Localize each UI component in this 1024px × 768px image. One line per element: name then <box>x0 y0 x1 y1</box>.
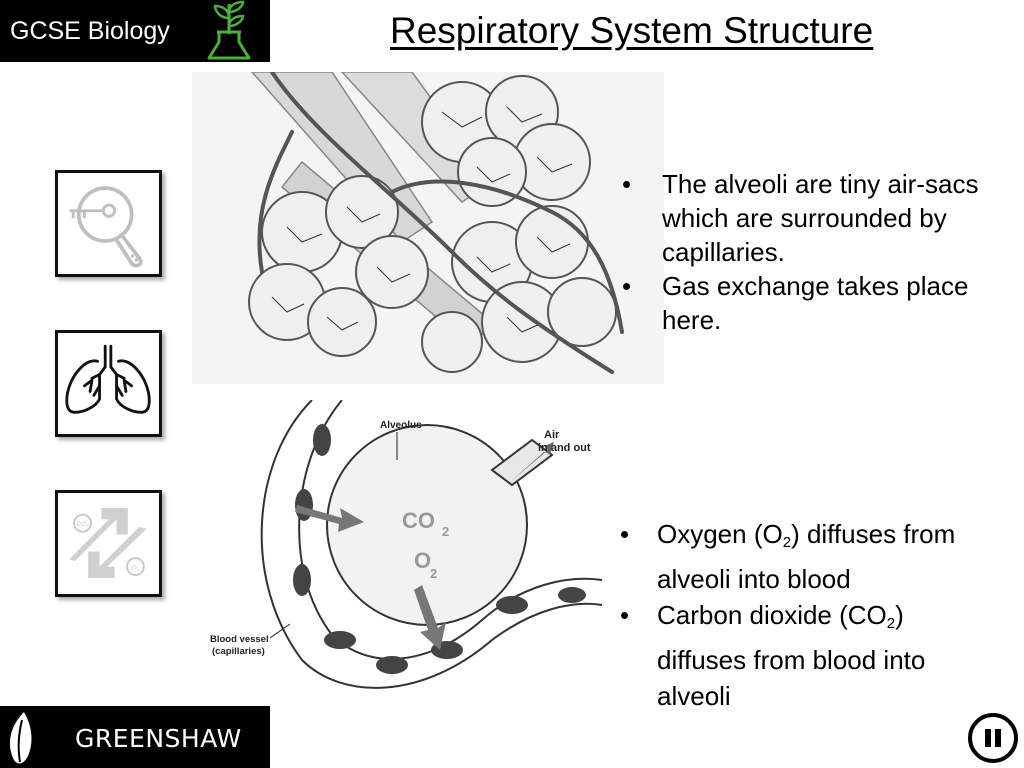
course-badge: GCSE Biology <box>0 0 270 62</box>
co2-small-label: CO₂ <box>76 521 89 528</box>
pause-button[interactable] <box>968 713 1018 763</box>
o2-subscript: 2 <box>430 566 437 581</box>
co2-text-subscript: 2 <box>886 615 896 632</box>
lungs-button[interactable] <box>55 330 162 437</box>
air-label: Air <box>544 429 560 441</box>
oxygen-text-post: ) diffuses from alveoli into blood <box>657 519 956 594</box>
o2-small-label: O₂ <box>132 564 140 571</box>
gas-exchange-diagram: CO 2 O 2 Alveolus Air in and out Blood v… <box>210 400 603 689</box>
capillaries-label: (capillaries) <box>212 646 265 657</box>
list-item: Oxygen (O2) diffuses from alveoli into b… <box>620 516 1000 597</box>
alveoli-facts-list: The alveoli are tiny air-sacs which are … <box>622 167 1002 337</box>
in-and-out-label: in and out <box>538 442 591 454</box>
footer-brand: GREENSHAW <box>0 706 270 768</box>
page-title: Respiratory System Structure <box>390 10 874 51</box>
co2-subscript: 2 <box>442 524 449 539</box>
leaf-logo-icon <box>9 712 32 764</box>
alveoli-illustration <box>192 72 664 384</box>
oxygen-text-pre: Oxygen (O <box>657 519 783 549</box>
co2-text-pre: Carbon dioxide (CO <box>657 600 887 630</box>
blood-vessel-label: Blood vessel <box>210 634 269 645</box>
co2-text-post: ) diffuses from blood into alveoli <box>657 600 926 711</box>
key-search-button[interactable] <box>55 170 162 277</box>
list-item: The alveoli are tiny air-sacs which are … <box>622 167 1002 269</box>
gas-exchange-icon: CO₂ O₂ <box>69 508 147 578</box>
alveolus-label: Alveolus <box>380 420 422 431</box>
oxygen-subscript: 2 <box>782 534 792 551</box>
pause-bar-right <box>995 729 1001 747</box>
pause-bar-left <box>985 729 991 747</box>
school-name: GREENSHAW <box>75 724 242 753</box>
o2-label: O <box>414 548 431 573</box>
gas-exchange-button[interactable]: CO₂ O₂ <box>55 490 162 597</box>
search-key-icon <box>69 186 143 268</box>
list-item: Carbon dioxide (CO2) diffuses from blood… <box>620 597 1000 714</box>
list-item: Gas exchange takes place here. <box>622 269 1002 337</box>
lungs-icon <box>65 344 151 414</box>
diffusion-facts-list: Oxygen (O2) diffuses from alveoli into b… <box>620 516 1000 714</box>
course-badge-label: GCSE Biology <box>10 17 170 45</box>
co2-label: CO <box>402 508 435 533</box>
plant-flask-icon <box>207 0 251 60</box>
